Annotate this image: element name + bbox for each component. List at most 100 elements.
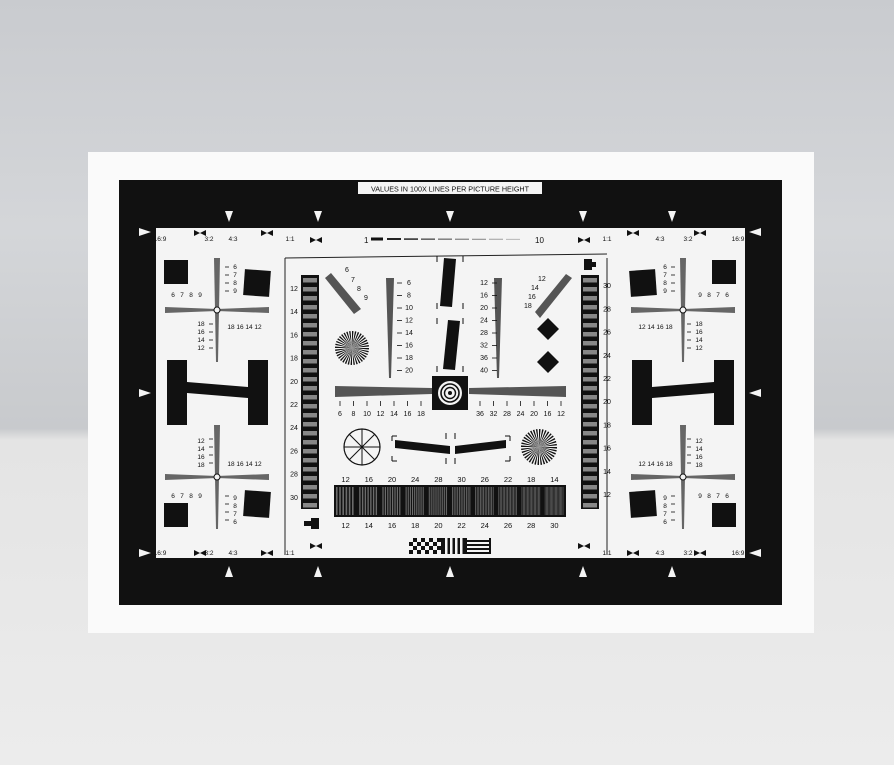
svg-text:8: 8 (233, 503, 237, 510)
svg-text:8: 8 (663, 280, 667, 287)
svg-text:12: 12 (197, 438, 205, 445)
svg-text:26: 26 (290, 448, 298, 455)
svg-text:7: 7 (233, 272, 237, 279)
svg-text:20: 20 (530, 411, 538, 418)
svg-text:9: 9 (663, 495, 667, 502)
svg-text:16: 16 (603, 446, 611, 453)
svg-text:7: 7 (180, 292, 184, 299)
wheel-left (343, 428, 381, 466)
svg-text:9: 9 (233, 288, 237, 295)
svg-text:7: 7 (233, 511, 237, 518)
svg-text:16: 16 (197, 454, 205, 461)
svg-text:32: 32 (490, 411, 498, 418)
svg-text:9: 9 (698, 493, 702, 500)
svg-text:30: 30 (290, 495, 298, 502)
svg-text:12: 12 (638, 324, 646, 331)
svg-text:6: 6 (663, 264, 667, 271)
svg-text:28: 28 (480, 330, 488, 337)
aspect-label: 1:1 (285, 236, 294, 243)
svg-text:8: 8 (233, 280, 237, 287)
svg-text:14: 14 (647, 324, 655, 331)
svg-text:16: 16 (404, 411, 412, 418)
svg-text:18: 18 (417, 411, 425, 418)
svg-text:14: 14 (245, 324, 253, 331)
aspect-label: 4:3 (228, 550, 237, 557)
svg-text:26: 26 (603, 330, 611, 337)
aspect-label: 3:2 (204, 236, 213, 243)
svg-text:28: 28 (434, 475, 442, 484)
chart-header: VALUES IN 100X LINES PER PICTURE HEIGHT (371, 185, 530, 194)
svg-text:28: 28 (503, 411, 511, 418)
left-i-bar (167, 360, 268, 425)
svg-text:22: 22 (504, 475, 512, 484)
svg-text:16: 16 (236, 324, 244, 331)
svg-text:12: 12 (254, 461, 262, 468)
svg-text:7: 7 (663, 272, 667, 279)
svg-text:18: 18 (695, 321, 703, 328)
svg-text:22: 22 (457, 521, 465, 530)
aspect-label: 16:9 (154, 236, 167, 243)
aspect-label: 16:9 (732, 550, 745, 557)
svg-text:24: 24 (603, 353, 611, 360)
svg-text:12: 12 (695, 345, 703, 352)
center-target: 6 7 8 9 12 14 16 18 68101214161820121620… (304, 256, 596, 529)
svg-text:9: 9 (698, 292, 702, 299)
svg-text:20: 20 (603, 399, 611, 406)
svg-text:6: 6 (233, 519, 237, 526)
svg-text:16: 16 (405, 343, 413, 350)
svg-text:9: 9 (198, 493, 202, 500)
svg-text:6: 6 (233, 264, 237, 271)
svg-text:16: 16 (656, 461, 664, 468)
svg-text:18: 18 (197, 462, 205, 469)
svg-text:14: 14 (365, 521, 373, 530)
svg-text:9: 9 (364, 295, 368, 302)
top-scale: 1 10 (364, 236, 544, 245)
svg-text:14: 14 (290, 309, 298, 316)
svg-text:28: 28 (290, 472, 298, 479)
svg-text:20: 20 (290, 379, 298, 386)
svg-text:12: 12 (695, 438, 703, 445)
svg-text:18: 18 (665, 324, 673, 331)
svg-text:24: 24 (290, 425, 298, 432)
svg-text:6: 6 (725, 292, 729, 299)
svg-text:20: 20 (388, 475, 396, 484)
aspect-label: 4:3 (228, 236, 237, 243)
svg-text:7: 7 (351, 277, 355, 284)
aspect-label: 1:1 (602, 236, 611, 243)
svg-text:12: 12 (197, 345, 205, 352)
svg-text:14: 14 (197, 446, 205, 453)
right-i-bar (632, 360, 734, 425)
svg-text:36: 36 (476, 411, 484, 418)
aspect-label: 16:9 (154, 550, 167, 557)
aspect-label: 3:2 (204, 550, 213, 557)
svg-text:7: 7 (716, 292, 720, 299)
svg-text:16: 16 (365, 475, 373, 484)
svg-text:6: 6 (725, 493, 729, 500)
svg-text:16: 16 (236, 461, 244, 468)
svg-text:18: 18 (290, 356, 298, 363)
svg-text:24: 24 (517, 411, 525, 418)
svg-text:18: 18 (197, 321, 205, 328)
svg-text:12: 12 (603, 492, 611, 499)
svg-text:12: 12 (254, 324, 262, 331)
svg-text:12: 12 (341, 475, 349, 484)
svg-text:14: 14 (405, 330, 413, 337)
svg-text:18: 18 (665, 461, 673, 468)
svg-text:10: 10 (535, 236, 544, 245)
svg-text:6: 6 (338, 411, 342, 418)
svg-text:16: 16 (544, 411, 552, 418)
svg-text:30: 30 (550, 521, 558, 530)
svg-text:24: 24 (481, 521, 489, 530)
svg-text:30: 30 (457, 475, 465, 484)
svg-text:40: 40 (480, 368, 488, 375)
svg-text:9: 9 (198, 292, 202, 299)
svg-text:8: 8 (189, 292, 193, 299)
svg-text:20: 20 (405, 368, 413, 375)
svg-text:16: 16 (528, 294, 536, 301)
star-left (335, 331, 369, 365)
aspect-label: 4:3 (655, 236, 664, 243)
svg-text:14: 14 (197, 337, 205, 344)
